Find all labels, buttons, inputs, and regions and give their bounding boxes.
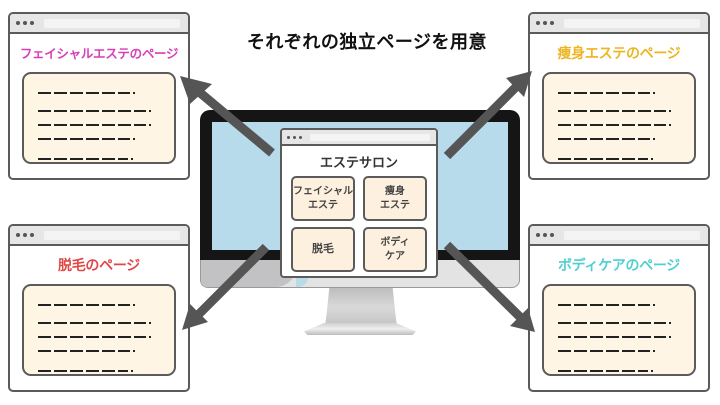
- browser-bar: [530, 226, 708, 246]
- menu-button-body-care[interactable]: ボディ ケア: [363, 227, 427, 272]
- url-bar: [44, 18, 180, 28]
- text-placeholder-line: [558, 138, 655, 140]
- text-placeholder-line: [38, 370, 133, 372]
- text-placeholder-line: [558, 304, 655, 306]
- site-heading: エステサロン: [319, 156, 398, 171]
- text-placeholder-line: [558, 370, 653, 372]
- text-placeholder-line: [38, 124, 151, 126]
- salon-site-window: エステサロン フェイシャル エステ 痩身 エステ 脱毛 ボディ ケア: [280, 128, 438, 278]
- menu-grid: フェイシャル エステ 痩身 エステ 脱毛 ボディ ケア: [291, 176, 427, 272]
- content-card: [542, 284, 696, 376]
- url-bar: [44, 230, 180, 240]
- facial-page-window: フェイシャルエステのページ: [8, 12, 190, 180]
- menu-button-hair-removal[interactable]: 脱毛: [291, 227, 355, 272]
- browser-bar: [10, 226, 188, 246]
- text-placeholder-line: [558, 158, 653, 160]
- text-placeholder-line: [38, 322, 151, 324]
- text-placeholder-line: [558, 336, 671, 338]
- url-bar: [564, 18, 700, 28]
- monitor-stand-neck: [325, 288, 397, 326]
- content-card: [542, 72, 696, 164]
- text-placeholder-line: [558, 350, 655, 352]
- three-dots-icon: [287, 135, 302, 139]
- text-placeholder-line: [38, 92, 135, 94]
- hair-removal-page-window: 脱毛のページ: [8, 224, 190, 392]
- slimming-page-window: 痩身エステのページ: [528, 12, 710, 180]
- text-placeholder-line: [38, 110, 151, 112]
- page-title: 脱毛のページ: [58, 258, 140, 274]
- headline: それぞれの独立ページを用意: [246, 32, 488, 53]
- text-placeholder-line: [38, 158, 133, 160]
- browser-bar: [530, 14, 708, 34]
- body-care-page-window: ボディケアのページ: [528, 224, 710, 392]
- url-bar: [310, 133, 430, 141]
- page-title: フェイシャルエステのページ: [19, 46, 179, 61]
- browser-bar: [10, 14, 188, 34]
- monitor-stand-base: [304, 323, 416, 335]
- menu-button-facial[interactable]: フェイシャル エステ: [291, 176, 355, 221]
- three-dots-icon: [536, 233, 554, 237]
- text-placeholder-line: [558, 322, 671, 324]
- text-placeholder-line: [558, 110, 671, 112]
- content-card: [22, 284, 176, 376]
- page-title: ボディケアのページ: [557, 258, 681, 274]
- text-placeholder-line: [558, 124, 671, 126]
- text-placeholder-line: [38, 350, 135, 352]
- page-title: 痩身エステのページ: [557, 46, 681, 62]
- three-dots-icon: [16, 21, 34, 25]
- text-placeholder-line: [38, 304, 135, 306]
- three-dots-icon: [536, 21, 554, 25]
- text-placeholder-line: [38, 138, 135, 140]
- text-placeholder-line: [38, 336, 151, 338]
- menu-button-slimming[interactable]: 痩身 エステ: [363, 176, 427, 221]
- content-card: [22, 72, 176, 164]
- url-bar: [564, 230, 700, 240]
- text-placeholder-line: [558, 92, 655, 94]
- three-dots-icon: [16, 233, 34, 237]
- browser-bar: [282, 130, 436, 146]
